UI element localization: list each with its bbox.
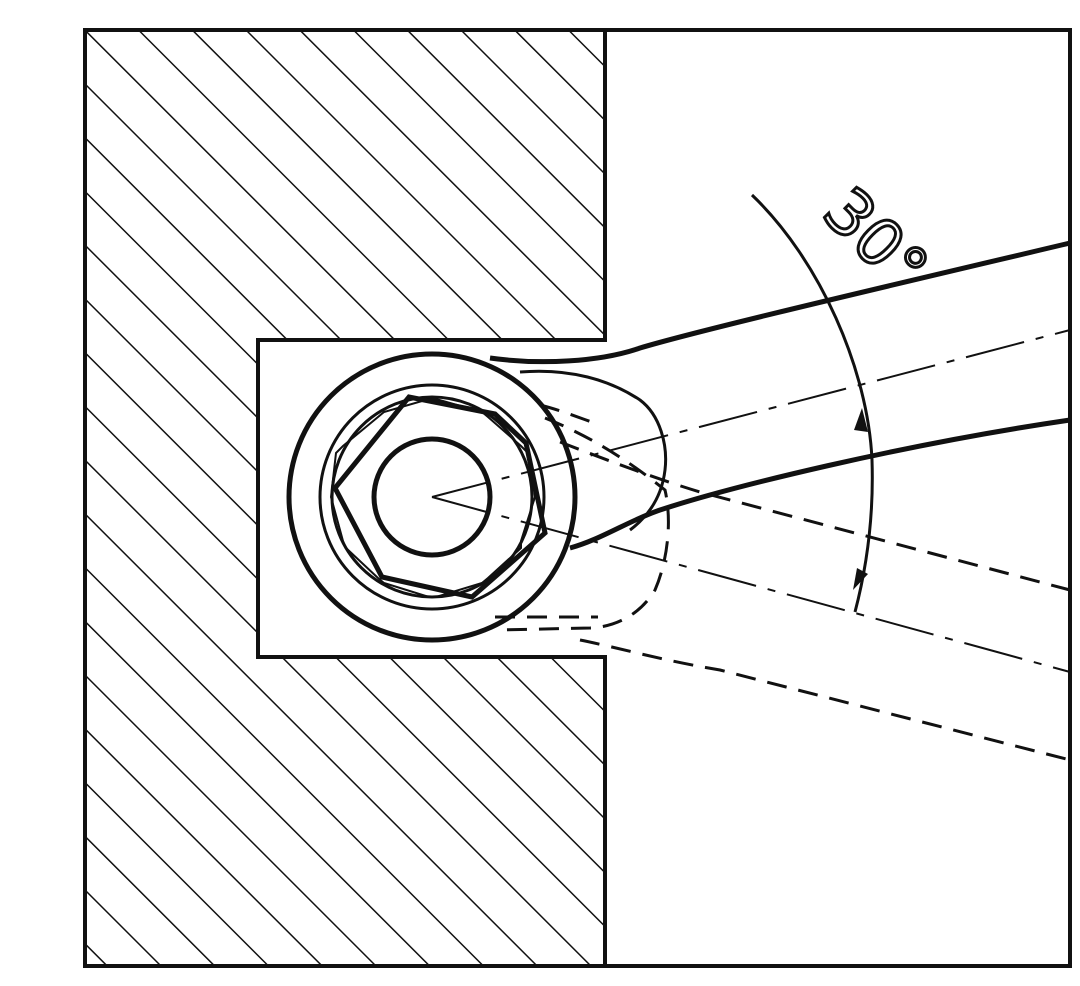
- arrowhead-upper: [854, 408, 868, 432]
- angle-label: 30°: [809, 174, 942, 307]
- hex-nut: [332, 394, 548, 600]
- wrench-handle: [431, 240, 1071, 551]
- arrowhead-lower: [853, 568, 868, 590]
- frame-border: [605, 28, 1072, 968]
- wrench-swung-position: [431, 403, 1071, 762]
- angle-dimension: 30°: [750, 172, 943, 613]
- bolt-circle: [371, 436, 493, 558]
